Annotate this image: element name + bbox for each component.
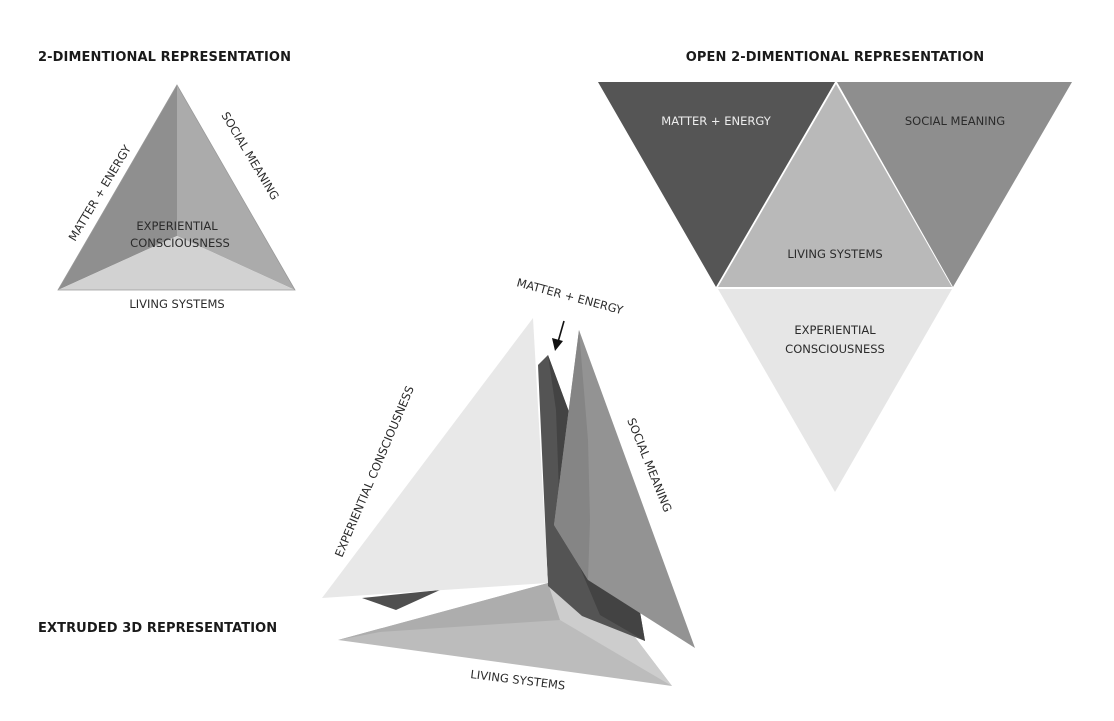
- open-label-experiential-line2: CONSCIOUSNESS: [785, 342, 885, 356]
- two-d-label-experiential-line2: CONSCIOUSNESS: [130, 236, 230, 250]
- 3d-face-experiential: [322, 318, 548, 598]
- open-two-d-representation: OPEN 2-DIMENTIONAL REPRESENTATION MATTER…: [598, 50, 1072, 492]
- open-face-living-systems: [718, 84, 952, 287]
- 3d-face-matter-energy-left: [362, 590, 440, 610]
- open-face-social-meaning: [837, 82, 1072, 287]
- two-d-face-living-systems: [58, 236, 295, 290]
- open-two-d-title: OPEN 2-DIMENTIONAL REPRESENTATION: [686, 50, 984, 65]
- 3d-label-matter-energy: MATTER + ENERGY: [515, 275, 625, 317]
- two-d-label-experiential-line1: EXPERIENTIAL: [136, 219, 218, 233]
- open-label-experiential-line1: EXPERIENTIAL: [794, 323, 876, 337]
- open-label-social-meaning: SOCIAL MEANING: [905, 114, 1005, 128]
- two-d-label-living-systems: LIVING SYSTEMS: [129, 297, 224, 311]
- two-d-representation: 2-DIMENTIONAL REPRESENTATION MATTER + EN…: [38, 50, 296, 311]
- open-label-living-systems: LIVING SYSTEMS: [787, 247, 882, 261]
- open-label-matter-energy: MATTER + ENERGY: [661, 114, 771, 128]
- two-d-title: 2-DIMENTIONAL REPRESENTATION: [38, 50, 291, 65]
- 3d-face-social-meaning-inner: [554, 330, 590, 580]
- two-d-outline: [57, 84, 296, 291]
- open-face-experiential: [718, 289, 952, 492]
- open-face-matter-energy: [598, 82, 835, 287]
- 3d-label-living-systems: LIVING SYSTEMS: [470, 667, 566, 693]
- arrow-down-icon: [552, 320, 565, 351]
- 3d-face-living-systems-top-left: [338, 583, 560, 640]
- 3d-face-social-meaning: [554, 330, 695, 648]
- extruded-3d-representation: EXTRUDED 3D REPRESENTATION MATTER + ENER…: [38, 275, 695, 693]
- extruded-3d-title: EXTRUDED 3D REPRESENTATION: [38, 621, 277, 636]
